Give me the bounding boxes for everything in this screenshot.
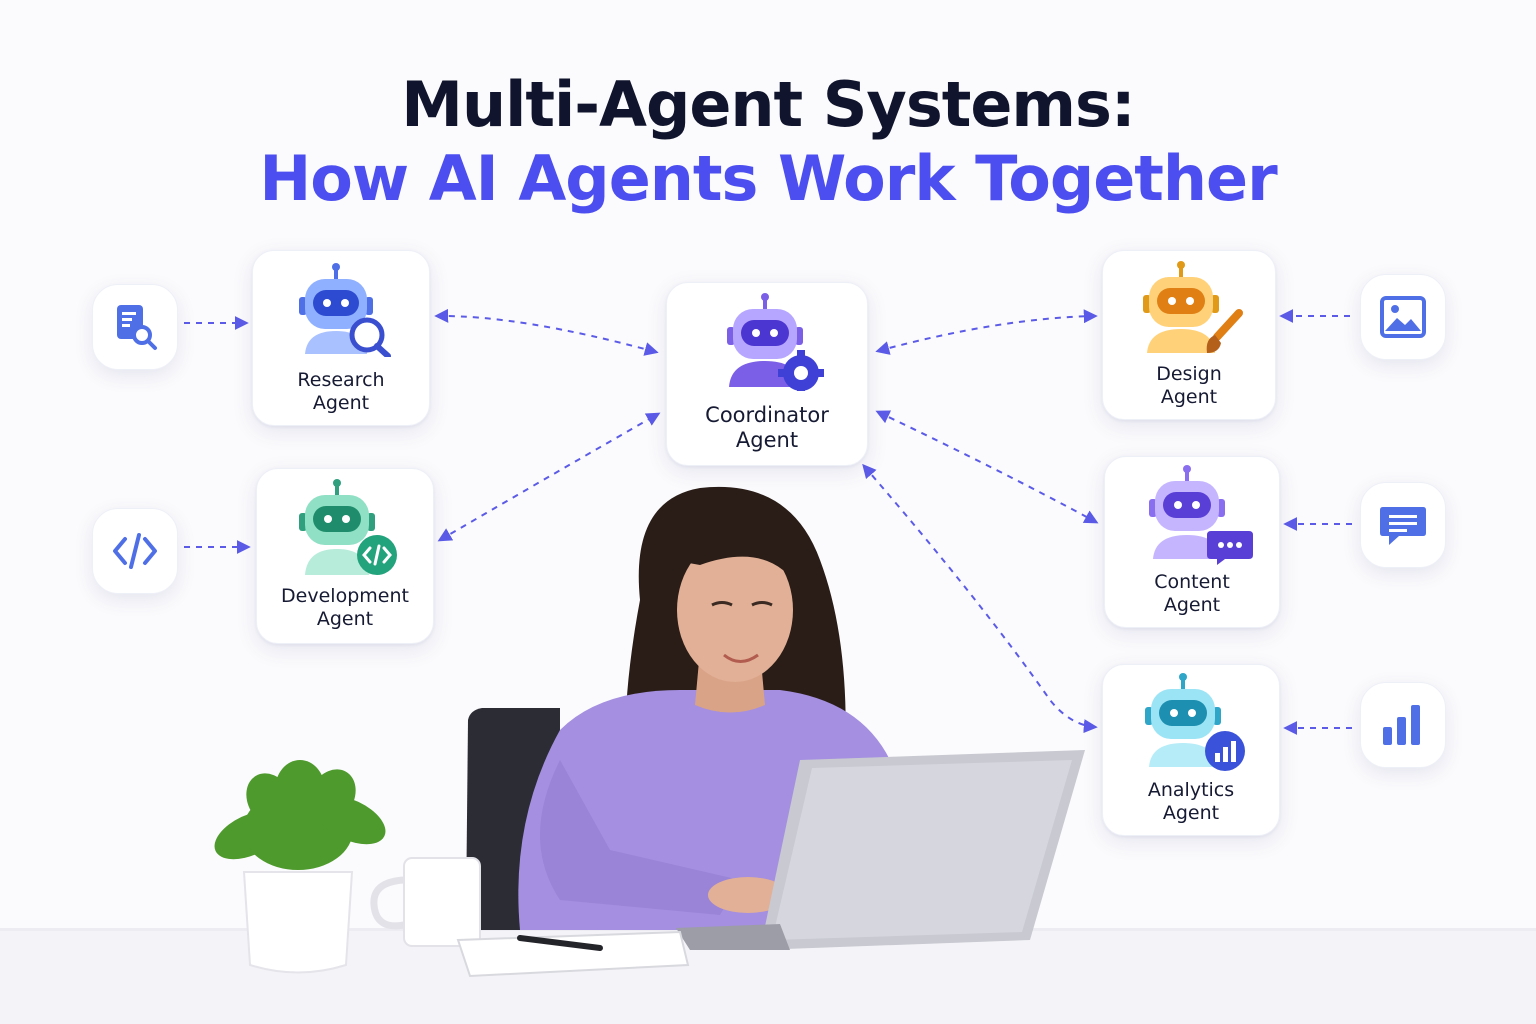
arrow-development-coordinator <box>437 412 661 542</box>
gear-icon <box>778 350 824 391</box>
arrow-coordinator-design <box>875 309 1098 355</box>
research-robot-icon <box>299 263 391 357</box>
title-line-2: How AI Agents Work Together <box>259 142 1277 215</box>
arrow-research-coordinator <box>434 308 659 356</box>
magnifier-icon <box>349 317 385 353</box>
development-agent-card: Development Agent <box>256 468 434 644</box>
coordinator-agent-label: Coordinator Agent <box>667 403 867 453</box>
laptop-base <box>676 924 790 950</box>
design-agent-label: Design Agent <box>1103 363 1275 409</box>
document-search-icon <box>117 305 157 350</box>
research-label-line1: Research <box>297 369 385 391</box>
content-label-line1: Content <box>1154 571 1230 593</box>
coordinator-label-line2: Agent <box>735 428 799 452</box>
design-agent-card: Design Agent <box>1102 250 1276 420</box>
arrow-coordinator-analytics <box>862 463 1098 734</box>
image-icon <box>1380 296 1426 338</box>
bar-chart-icon <box>1383 705 1420 745</box>
research-label-line2: Agent <box>312 392 370 414</box>
analytics-robot-icon <box>1145 673 1245 771</box>
content-label-line2: Agent <box>1163 594 1221 616</box>
side-message <box>1360 482 1446 568</box>
analytics-agent-label: Analytics Agent <box>1103 779 1279 825</box>
pen <box>517 935 603 951</box>
content-agent-card: Content Agent <box>1104 456 1280 628</box>
plant-leaves <box>214 760 386 870</box>
development-agent-label: Development Agent <box>257 585 433 631</box>
side-image <box>1360 274 1446 360</box>
analytics-agent-card: Analytics Agent <box>1102 664 1280 836</box>
research-agent-card: Research Agent <box>252 250 430 426</box>
bar-chart-badge-icon <box>1205 731 1245 771</box>
analytics-label-line1: Analytics <box>1147 779 1235 801</box>
coordinator-label-line1: Coordinator <box>705 403 829 427</box>
design-robot-icon <box>1143 261 1243 353</box>
development-robot-icon <box>299 479 397 575</box>
message-icon <box>1380 507 1426 545</box>
notebook <box>456 930 690 978</box>
person-face <box>677 538 793 682</box>
side-bar-chart <box>1360 682 1446 768</box>
analytics-label-line2: Agent <box>1162 802 1220 824</box>
design-label-line1: Design <box>1156 363 1222 385</box>
arrow-coordinator-content <box>875 410 1099 524</box>
paintbrush-icon <box>1206 309 1243 353</box>
development-label-line1: Development <box>281 585 409 607</box>
development-label-line2: Agent <box>316 608 374 630</box>
coordinator-robot-icon <box>727 293 824 391</box>
design-label-line2: Agent <box>1160 386 1218 408</box>
title-line-1: Multi-Agent Systems: <box>401 68 1135 141</box>
person-hands <box>708 877 788 913</box>
plant-pot <box>242 871 354 974</box>
coffee-mug <box>403 857 481 947</box>
side-code-brackets <box>92 508 178 594</box>
side-document-search <box>92 284 178 370</box>
research-agent-label: Research Agent <box>253 369 429 415</box>
content-agent-label: Content Agent <box>1105 571 1279 617</box>
content-robot-icon <box>1149 465 1253 565</box>
coordinator-agent-card: Coordinator Agent <box>666 282 868 466</box>
chat-bubble-icon <box>1207 531 1253 565</box>
code-brackets-icon <box>113 533 157 569</box>
